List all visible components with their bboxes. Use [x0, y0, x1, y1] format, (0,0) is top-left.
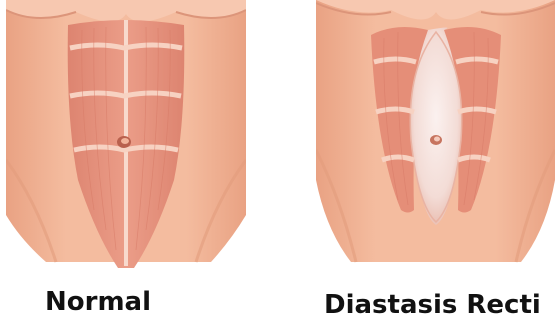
normal-abdomen-illustration: [6, 0, 246, 270]
normal-abdomen-graphic: [6, 0, 246, 270]
diastasis-recti-illustration: [316, 0, 555, 270]
caption-normal: Normal: [45, 287, 151, 317]
diastasis-recti-graphic: [316, 0, 555, 270]
caption-diastasis-recti: Diastasis Recti: [324, 290, 541, 320]
